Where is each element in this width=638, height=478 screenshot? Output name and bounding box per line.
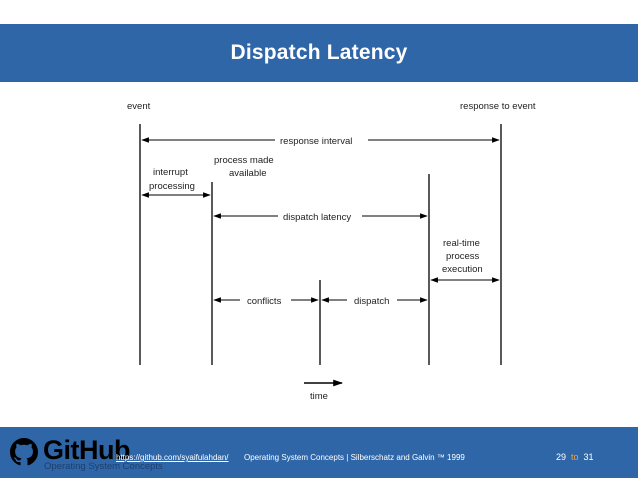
footer-bar: GitHub Operating System Concepts https:/… — [0, 427, 638, 478]
footer-subtitle: Operating System Concepts — [44, 461, 163, 472]
response-interval-label: response interval — [280, 136, 352, 147]
top-margin — [0, 0, 638, 24]
dispatch-latency-label: dispatch latency — [283, 212, 351, 223]
dispatch-latency-diagram: event response to event response interva… — [127, 101, 536, 402]
github-octocat-icon — [10, 438, 38, 466]
interrupt-label: interrupt — [153, 167, 188, 178]
response-to-event-label: response to event — [460, 101, 536, 112]
slide-title-bar: Dispatch Latency — [0, 24, 638, 82]
slide-title: Dispatch Latency — [230, 41, 408, 64]
process-made-label: process made — [214, 155, 274, 166]
real-time-label: real-time — [443, 238, 480, 249]
available-label: available — [229, 168, 267, 179]
time-label: time — [310, 391, 328, 402]
conflicts-label: conflicts — [247, 296, 282, 307]
page-current: 29 — [556, 452, 567, 462]
page-total: 31 — [583, 452, 594, 462]
execution-label: execution — [442, 264, 483, 275]
dispatch-label: dispatch — [354, 296, 389, 307]
event-label: event — [127, 101, 151, 112]
page-indicator: 29 to 31 — [556, 452, 594, 462]
footer-credit: Operating System Concepts | Silberschatz… — [244, 453, 465, 462]
page-separator: to — [571, 452, 579, 462]
processing-label: processing — [149, 181, 195, 192]
github-link[interactable]: https://github.com/syaifulahdan/ — [116, 453, 229, 462]
process-label: process — [446, 251, 480, 262]
github-wordmark: GitHub — [43, 435, 130, 465]
